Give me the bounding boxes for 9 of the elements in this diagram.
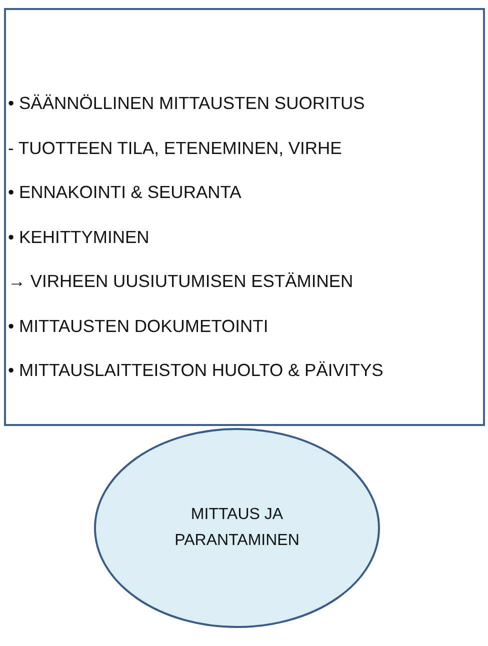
- node-label: MITTAUS JA PARANTAMINEN: [174, 505, 300, 551]
- list-item: → VIRHEEN UUSIUTUMISEN ESTÄMINEN: [8, 271, 354, 291]
- list-item: • KEHITTYMINEN: [8, 226, 150, 246]
- text-box: [4, 8, 485, 426]
- list-item: • ENNAKOINTI & SEURANTA: [8, 182, 242, 202]
- list-item: - TUOTTEEN TILA, ETENEMINEN, VIRHE: [8, 138, 342, 158]
- list-item: • SÄÄNNÖLLINEN MITTAUSTEN SUORITUS: [8, 93, 365, 113]
- list-item: • MITTAUSTEN DOKUMETOINTI: [8, 316, 268, 336]
- list-item: • MITTAUSLAITTEISTON HUOLTO & PÄIVITYS: [8, 360, 384, 380]
